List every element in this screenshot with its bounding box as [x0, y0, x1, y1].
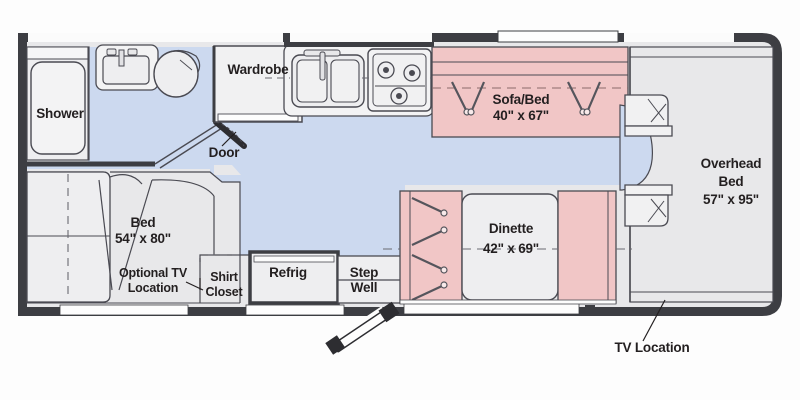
label-bed-name: Bed [131, 215, 156, 230]
sofa-bed-group [431, 46, 629, 138]
bathroom-group [26, 44, 247, 169]
lavatory-basin [102, 55, 150, 85]
label-overhead-3: 57" x 95" [703, 192, 759, 207]
bathroom-door-leaf[interactable] [213, 119, 247, 149]
label-sofabed-size: 40" x 67" [493, 108, 549, 123]
label-optional-tv-1: Optional TV [119, 266, 188, 280]
dinette-seatbelts [411, 197, 448, 301]
label-wardrobe: Wardrobe [228, 62, 290, 77]
leader-door [221, 131, 237, 147]
label-step-2: Well [351, 280, 378, 295]
bedroom-group [26, 169, 241, 304]
label-overhead-2: Bed [719, 174, 744, 189]
top-wall-windows [28, 30, 734, 43]
sofa-seatbelts [451, 81, 602, 116]
label-step-1: Step [350, 265, 378, 280]
entry-door-hinge [325, 335, 345, 355]
toilet-tank [161, 49, 201, 73]
bottom-wall-windows [59, 302, 595, 316]
overhead-bed-group [619, 46, 774, 303]
label-door: Door [209, 145, 241, 160]
leader-tv-location [642, 299, 666, 342]
entry-door-jamb [378, 301, 400, 323]
label-dinette-name: Dinette [489, 221, 534, 236]
label-tv-location: TV Location [614, 340, 689, 355]
label-shower: Shower [36, 106, 85, 121]
wardrobe-doors [217, 113, 299, 122]
refrigerator-group [248, 250, 340, 305]
cab-seat-driver [624, 94, 673, 137]
toilet-bowl [153, 50, 199, 98]
label-sofabed-name: Sofa/Bed [493, 92, 550, 107]
entry-door-group[interactable] [325, 301, 400, 355]
dinette-group [383, 190, 632, 305]
label-shirt-2: Closet [205, 285, 243, 299]
galley-group [265, 42, 444, 117]
label-shirt-1: Shirt [210, 270, 239, 284]
overhead-bed [629, 46, 774, 303]
dinette-bench-right [557, 190, 617, 304]
label-dinette-size: 42" x 69" [483, 241, 539, 256]
step-well-group [337, 255, 407, 304]
label-refrig: Refrig [269, 265, 307, 280]
floorplan-labels: Shower Wardrobe Door Bed 54" x 80" Optio… [36, 62, 761, 355]
label-overhead-1: Overhead [701, 156, 762, 171]
label-bed-size: 54" x 80" [115, 231, 171, 246]
shower-pan [30, 61, 86, 155]
label-optional-tv-2: Location [128, 281, 178, 295]
cab-seat-passenger [624, 184, 673, 227]
leader-lines [185, 131, 666, 342]
